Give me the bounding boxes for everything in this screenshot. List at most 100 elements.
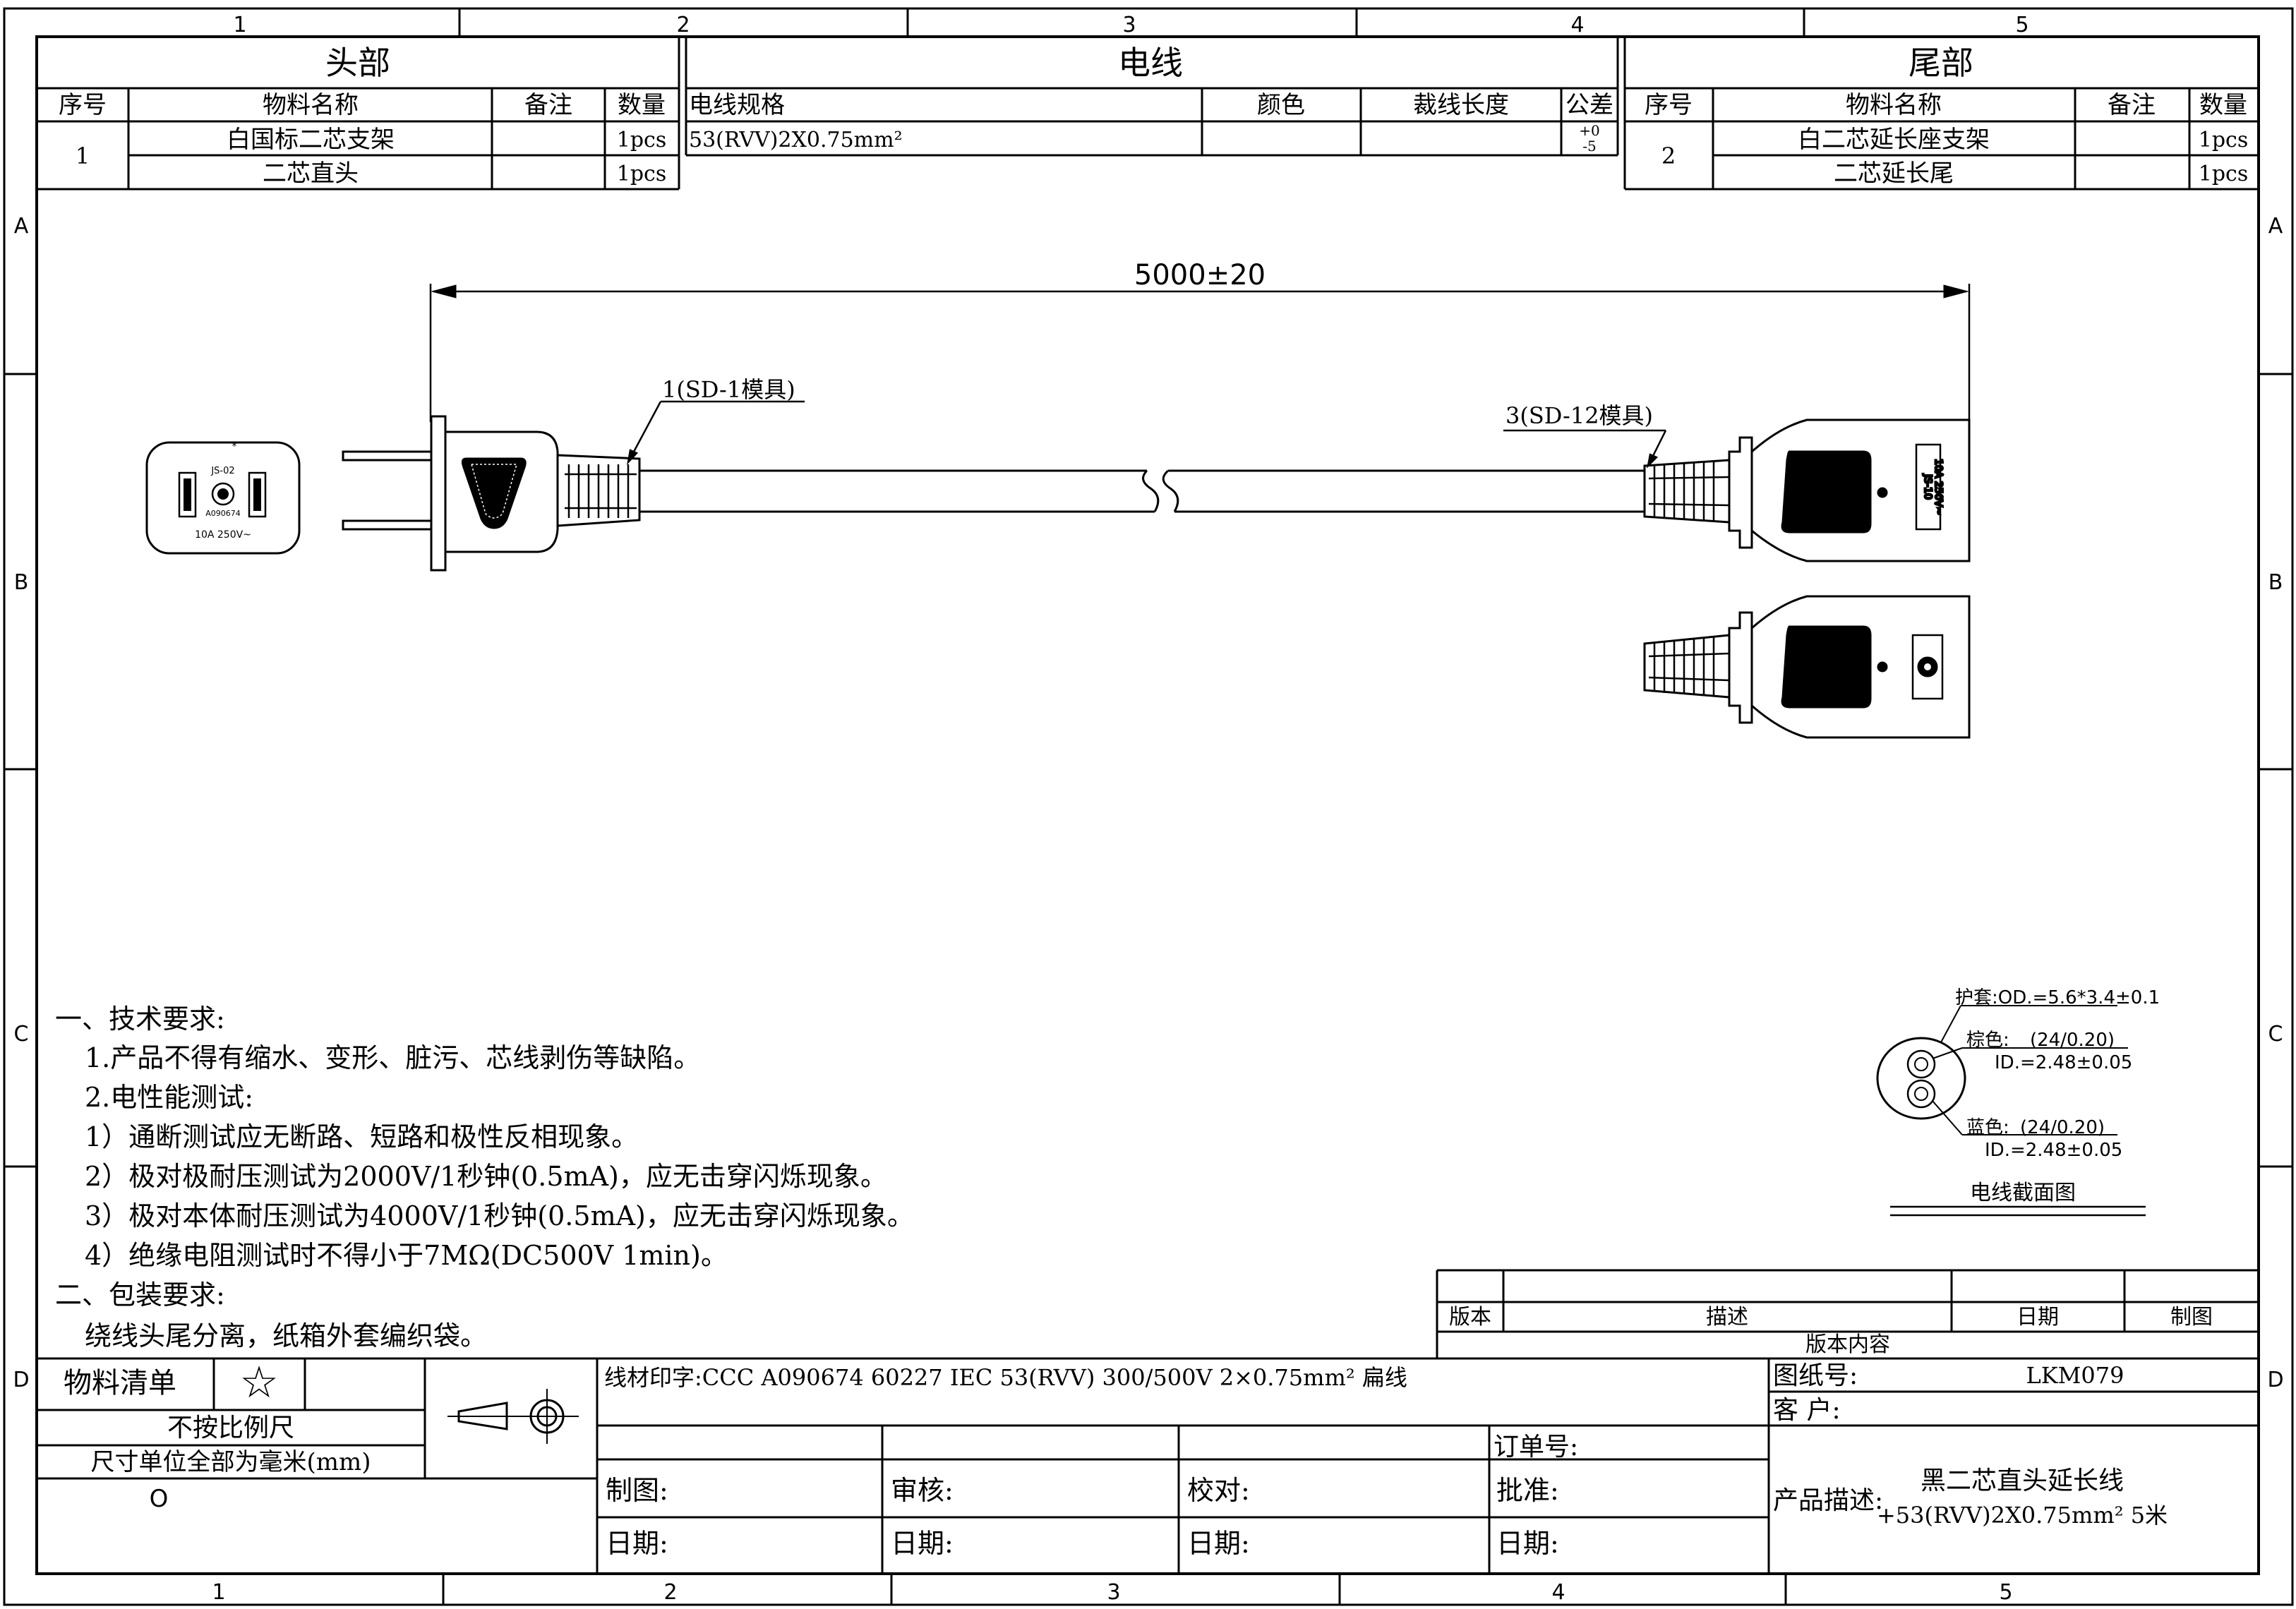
head-row-no: 1 [76,143,90,169]
tail-col-no: 序号 [1645,91,1693,119]
tail-item-2-name: 二芯延长尾 [1834,159,1954,188]
ruler-row-A: A [14,214,29,239]
title-block: 物料清单 ☆ 不按比例尺 尺寸单位全部为毫米(mm) O 线材印字:CCC A0… [37,1356,2259,1574]
ruler-row-B: B [14,570,29,595]
note-line-9: 绕线头尾分离，纸箱外套编织袋。 [85,1320,487,1351]
head-col-note: 备注 [524,91,572,119]
product-desc-line-1: 黑二芯直头延长线 [1921,1466,2124,1495]
callout-leaders [627,400,1667,469]
cable-table: 电线 电线规格 颜色 裁线长度 公差 53(RVV)2X0.75mm² +0 -… [685,37,1619,157]
cross-section-sheath: 护套:OD.=5.6*3.4±0.1 [1955,987,2160,1008]
ruler-col-4: 4 [1570,13,1584,37]
head-item-2-qty: 1pcs [617,162,667,186]
cable-spec-value: 53(RVV)2X0.75mm² [689,128,903,152]
circle-mark: O [150,1485,169,1513]
ruler-row-D: D [13,1368,29,1392]
head-col-name: 物料名称 [263,91,359,119]
tail-item-2-qty: 1pcs [2199,162,2249,186]
head-item-1-qty: 1pcs [617,128,667,152]
cross-section-blue-label: 蓝色: [1966,1117,2009,1138]
note-line-4: 1）通断测试应无断路、短路和极性反相现象。 [85,1121,638,1152]
ruler-row-C-r: C [2268,1022,2283,1047]
tail-item-1-qty: 1pcs [2199,128,2249,152]
ruler-col-1b: 1 [212,1580,225,1605]
cable-cross-section [1876,1005,2146,1217]
dimension-label: 5000±20 [1134,259,1266,291]
check-label: 校对: [1187,1475,1250,1506]
ruler-col-3: 3 [1122,13,1136,37]
cable-col-spec: 电线规格 [689,91,785,119]
socket-top-view: JS-10 10A 250V~ [1643,418,1971,562]
head-item-1-name: 白国标二芯支架 [227,126,395,154]
ruler-row-C: C [14,1022,29,1047]
tail-col-note: 备注 [2108,91,2156,119]
head-col-no: 序号 [59,91,107,119]
ruler-row-B-r: B [2268,570,2283,595]
plug-side-view [342,415,641,572]
cable-col-length: 裁线长度 [1413,91,1509,119]
ruler-col-1: 1 [233,13,246,37]
star-icon: ☆ [239,1356,279,1408]
draw-label: 制图: [606,1475,668,1506]
cable-body [639,469,1645,513]
cross-section-brown-id: ID.=2.48±0.05 [1995,1052,2132,1073]
cable-marking: 线材印字:CCC A090674 60227 IEC 53(RVV) 300/5… [604,1364,1407,1391]
customer-label: 客 户: [1773,1396,1841,1425]
tail-col-qty: 数量 [2199,91,2247,119]
revision-caption: 版本内容 [1805,1332,1890,1357]
sheet-frame [3,7,2294,1606]
tail-title: 尾部 [1909,44,1973,82]
head-table: 头部 序号 物料名称 备注 数量 1 白国标二芯支架 1pcs 二芯直头 1pc… [37,37,680,191]
note-line-5: 2）极对极耐压测试为2000V/1秒钟(0.5mA)，应无击穿闪烁现象。 [85,1161,887,1192]
head-title: 头部 [325,44,390,82]
ruler-col-3b: 3 [1107,1580,1120,1605]
cross-section-blue-spec: (24/0.20) [2020,1117,2105,1138]
socket-label-rating: 10A 250V~ [1933,459,1944,515]
plug-face-view: * JS-02 A090674 10A 250V~ [145,441,301,555]
ruler-col-5: 5 [2015,13,2028,37]
drawing-no-label: 图纸号: [1773,1361,1858,1390]
note-line-7: 4）绝缘电阻测试时不得小于7MΩ(DC500V 1min)。 [85,1240,728,1271]
date-label-approve: 日期: [1496,1528,1559,1559]
ruler-col-4b: 4 [1551,1580,1565,1605]
revision-col-drawn: 制图 [2170,1305,2213,1330]
tail-col-name: 物料名称 [1846,91,1942,119]
projection-symbol-icon [447,1389,579,1444]
review-label: 审核: [891,1475,954,1506]
tail-row-no: 2 [1661,143,1676,169]
unit-note: 尺寸单位全部为毫米(mm) [90,1448,371,1476]
date-label-check: 日期: [1187,1528,1250,1559]
order-label: 订单号: [1493,1433,1578,1462]
product-desc-line-2: +53(RVV)2X0.75mm² 5米 [1877,1502,2168,1529]
plug-face-rating: 10A 250V~ [195,529,251,541]
technical-notes: 一、技术要求: 1.产品不得有缩水、变形、脏污、芯线剥伤等缺陷。 2.电性能测试… [55,1004,914,1351]
ruler-col-2: 2 [676,13,690,37]
note-line-2: 1.产品不得有缩水、变形、脏污、芯线剥伤等缺陷。 [85,1042,700,1073]
socket-label-model: JS-10 [1922,474,1933,500]
cable-tol-plus: +0 [1579,122,1599,139]
cable-col-tol: 公差 [1565,91,1613,119]
ruler-row-D-r: D [2267,1368,2283,1392]
cable-col-color: 颜色 [1257,91,1305,119]
socket-side-view [1643,595,1971,739]
cross-section-brown-spec: (24/0.20) [2030,1030,2115,1051]
plug-face-mark: * [232,441,237,452]
tail-table: 尾部 序号 物料名称 备注 数量 2 白二芯延长座支架 1pcs 二芯延长尾 1… [1623,37,2259,191]
head-col-qty: 数量 [618,91,666,119]
scale-note: 不按比例尺 [167,1414,294,1442]
callout-head-mold: 1(SD-1模具) [662,376,795,403]
drawing-no-value: LKM079 [2026,1362,2124,1389]
plug-face-model: JS-02 [210,466,234,476]
cross-section-brown-label: 棕色: [1966,1030,2009,1051]
plug-face-cert: A090674 [205,509,241,518]
ruler-col-2b: 2 [663,1580,677,1605]
note-line-8: 二、包装要求: [55,1279,225,1310]
product-label: 产品描述: [1773,1486,1883,1515]
note-line-1: 一、技术要求: [55,1004,225,1035]
callout-tail-mold: 3(SD-12模具) [1505,402,1653,429]
tail-item-1-name: 白二芯延长座支架 [1798,126,1990,154]
revision-col-desc: 描述 [1706,1305,1748,1330]
note-line-3: 2.电性能测试: [85,1082,253,1113]
cable-tol-minus: -5 [1582,138,1596,155]
